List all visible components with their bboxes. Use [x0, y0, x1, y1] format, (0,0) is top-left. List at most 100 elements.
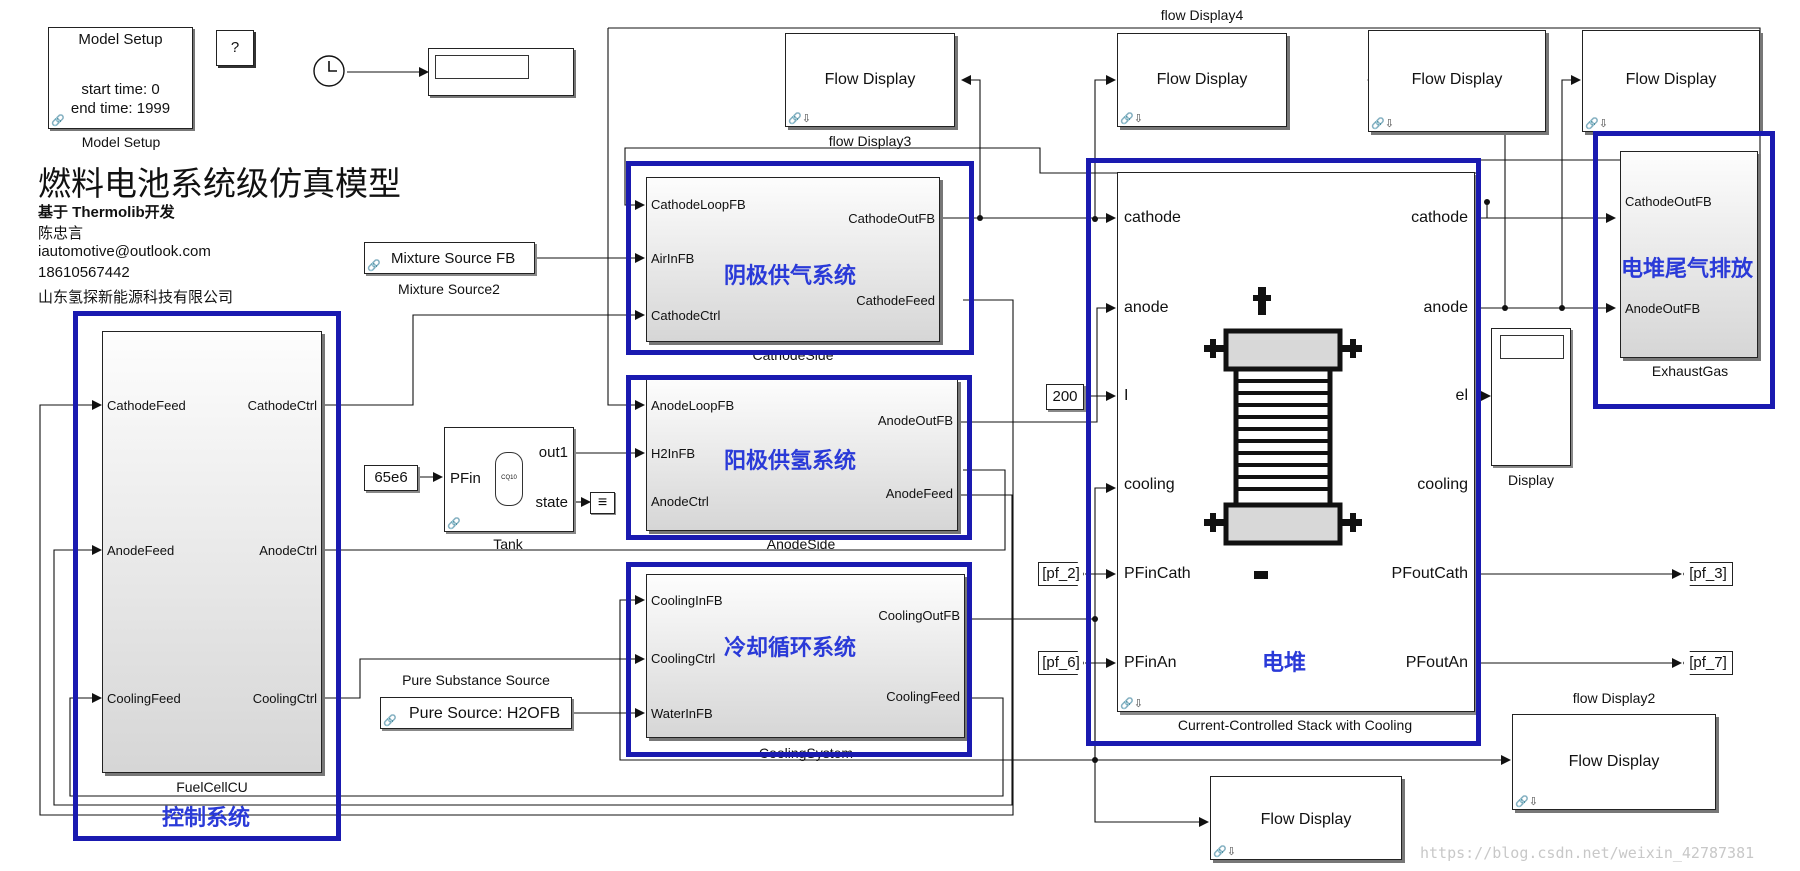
help-label: ? [230, 39, 240, 56]
link-icon: 🔗⇩ [1213, 846, 1236, 858]
stack-port-pfin-cath: PFinCath [1124, 565, 1191, 582]
terminator-block[interactable]: ≡ [590, 492, 615, 514]
flow-display6-block[interactable]: Flow Display 🔗⇩ [1582, 30, 1760, 132]
exhaust-highlight [1593, 131, 1775, 409]
pressure-constant[interactable]: 65e6 [364, 465, 418, 491]
flow-display3-block[interactable]: Flow Display 🔗⇩ [785, 33, 955, 127]
port-h2-in-fb: H2InFB [651, 446, 696, 461]
link-icon: 🔗⇩ [1120, 698, 1143, 710]
scope-screen [435, 55, 529, 79]
model-setup-label: Model Setup [78, 31, 163, 48]
link-icon: 🔗 [367, 260, 381, 272]
pure-source-block[interactable]: Pure Source: H2OFB 🔗 [380, 697, 572, 729]
stack-port-cooling-in: cooling [1124, 476, 1175, 493]
link-icon: 🔗⇩ [1515, 796, 1538, 808]
model-setup-start-time: start time: 0 [81, 81, 160, 98]
flow-display4-caption: flow Display4 [1160, 7, 1244, 23]
port-cathode-loop-fb: CathodeLoopFB [651, 197, 746, 212]
mixture-source-block[interactable]: Mixture Source FB 🔗 [364, 242, 535, 274]
flow-display2-caption: flow Display2 [1572, 690, 1656, 706]
flow-display4-block[interactable]: Flow Display 🔗⇩ [1117, 33, 1287, 127]
stack-caption: Current-Controlled Stack with Cooling [1177, 717, 1413, 733]
stack-port-pfin-an: PFinAn [1124, 654, 1177, 671]
port-anode-ctrl: AnodeCtrl [259, 543, 317, 558]
port-cooling-ctrl: CoolingCtrl [252, 691, 317, 706]
tank-icon: CQ10 [495, 452, 523, 506]
flow-display5-label: Flow Display [1411, 71, 1503, 88]
tank-port-out1: out1 [538, 444, 568, 461]
cooling-system-subtitle: 冷却循环系统 [724, 635, 857, 660]
flow-display2-block[interactable]: Flow Display 🔗⇩ [1512, 714, 1716, 810]
port-cooling-out-fb: CoolingOutFB [878, 608, 960, 623]
flow-display2-label: Flow Display [1568, 753, 1660, 770]
stack-subtitle: 电堆 [1262, 650, 1307, 675]
page-title: 燃料电池系统级仿真模型 [38, 164, 401, 203]
anode-side-caption: AnodeSide [766, 536, 836, 552]
flow-display1-block[interactable]: Flow Display 🔗⇩ [1210, 776, 1402, 860]
cathode-side-block[interactable]: CathodeLoopFB AirInFB CathodeCtrl Cathod… [646, 177, 940, 342]
exhaust-port-cathode-out-fb: CathodeOutFB [1625, 194, 1712, 209]
author-text: 陈忠言 [38, 225, 84, 242]
port-cooling-ctrl-in: CoolingCtrl [651, 651, 716, 666]
anode-side-block[interactable]: AnodeLoopFB H2InFB AnodeCtrl AnodeOutFB … [646, 379, 958, 531]
clock-icon[interactable] [313, 55, 345, 87]
company-text: 山东氢探新能源科技有限公司 [38, 289, 234, 306]
control-system-highlight [73, 311, 341, 841]
port-cathode-out-fb: CathodeOutFB [848, 211, 935, 226]
link-icon: 🔗⇩ [1371, 118, 1394, 130]
flow-display5-block[interactable]: Flow Display 🔗⇩ [1368, 30, 1546, 132]
stack-highlight [1086, 158, 1481, 746]
link-icon: 🔗 [51, 115, 65, 127]
port-anode-feed: AnodeFeed [107, 543, 175, 558]
tank-block[interactable]: PFin out1 state CQ10 🔗 [444, 427, 574, 532]
port-cooling-in-fb: CoolingInFB [651, 593, 723, 608]
port-cooling-feed-out: CoolingFeed [886, 689, 960, 704]
link-icon: 🔗⇩ [788, 113, 811, 125]
flow-display4-label: Flow Display [1156, 71, 1248, 88]
stack-port-anode-in: anode [1124, 299, 1169, 316]
link-icon: 🔗 [383, 715, 397, 727]
pure-source-label: Pure Source: H2OFB [409, 705, 561, 722]
cooling-system-highlight [626, 562, 972, 757]
flow-display3-label: Flow Display [824, 71, 916, 88]
port-cooling-feed: CoolingFeed [107, 691, 181, 706]
goto-pf2[interactable]: [pf_2] [1038, 562, 1084, 586]
model-setup-block[interactable]: Model Setup start time: 0 end time: 1999… [48, 27, 193, 129]
link-icon: 🔗⇩ [1585, 118, 1608, 130]
goto-pf7[interactable]: [pf_7] [1683, 651, 1733, 675]
flow-display3-caption: flow Display3 [828, 133, 912, 149]
model-setup-caption: Model Setup [81, 134, 161, 150]
current-constant[interactable]: 200 [1046, 384, 1084, 410]
cathode-system-subtitle: 阴极供气系统 [724, 263, 857, 288]
stack-port-anode-out: anode [1423, 299, 1469, 316]
time-scope-block[interactable] [428, 48, 574, 96]
link-icon: 🔗 [447, 518, 461, 530]
port-anode-ctrl-in: AnodeCtrl [651, 494, 709, 509]
watermark: https://blog.csdn.net/weixin_42787381 [1420, 844, 1755, 862]
fuelcell-cu-block[interactable]: CathodeFeed AnodeFeed CoolingFeed Cathod… [102, 331, 322, 773]
display-screen [1500, 335, 1564, 359]
goto-pf3[interactable]: [pf_3] [1683, 562, 1733, 586]
mixture-source-caption: Mixture Source2 [398, 281, 500, 297]
stack-port-el: el [1455, 387, 1468, 404]
display-block[interactable] [1491, 328, 1571, 466]
port-water-in-fb: WaterInFB [651, 706, 713, 721]
stack-port-pfout-cath: PFoutCath [1391, 565, 1468, 582]
anode-system-subtitle: 阳极供氢系统 [724, 448, 857, 473]
stack-block[interactable]: cathode anode I cooling PFinCath PFinAn … [1117, 172, 1475, 712]
goto-pf6[interactable]: [pf_6] [1038, 651, 1084, 675]
stack-port-cooling-out: cooling [1417, 476, 1468, 493]
exhaust-subtitle: 电堆尾气排放 [1621, 256, 1754, 281]
exhaust-port-anode-out-fb: AnodeOutFB [1625, 301, 1701, 316]
cathode-system-highlight [626, 161, 974, 355]
port-anode-loop-fb: AnodeLoopFB [651, 398, 735, 413]
help-block[interactable]: ? [216, 30, 254, 66]
port-cathode-ctrl: CathodeCtrl [247, 398, 317, 413]
tank-caption: Tank [493, 536, 523, 552]
exhaust-gas-caption: ExhaustGas [1651, 363, 1729, 379]
flow-display1-label: Flow Display [1260, 811, 1352, 828]
port-cathode-feed: CathodeFeed [107, 398, 186, 413]
exhaust-gas-block[interactable]: CathodeOutFB AnodeOutFB [1620, 151, 1758, 358]
cooling-system-block[interactable]: CoolingInFB CoolingCtrl WaterInFB Coolin… [646, 574, 965, 738]
